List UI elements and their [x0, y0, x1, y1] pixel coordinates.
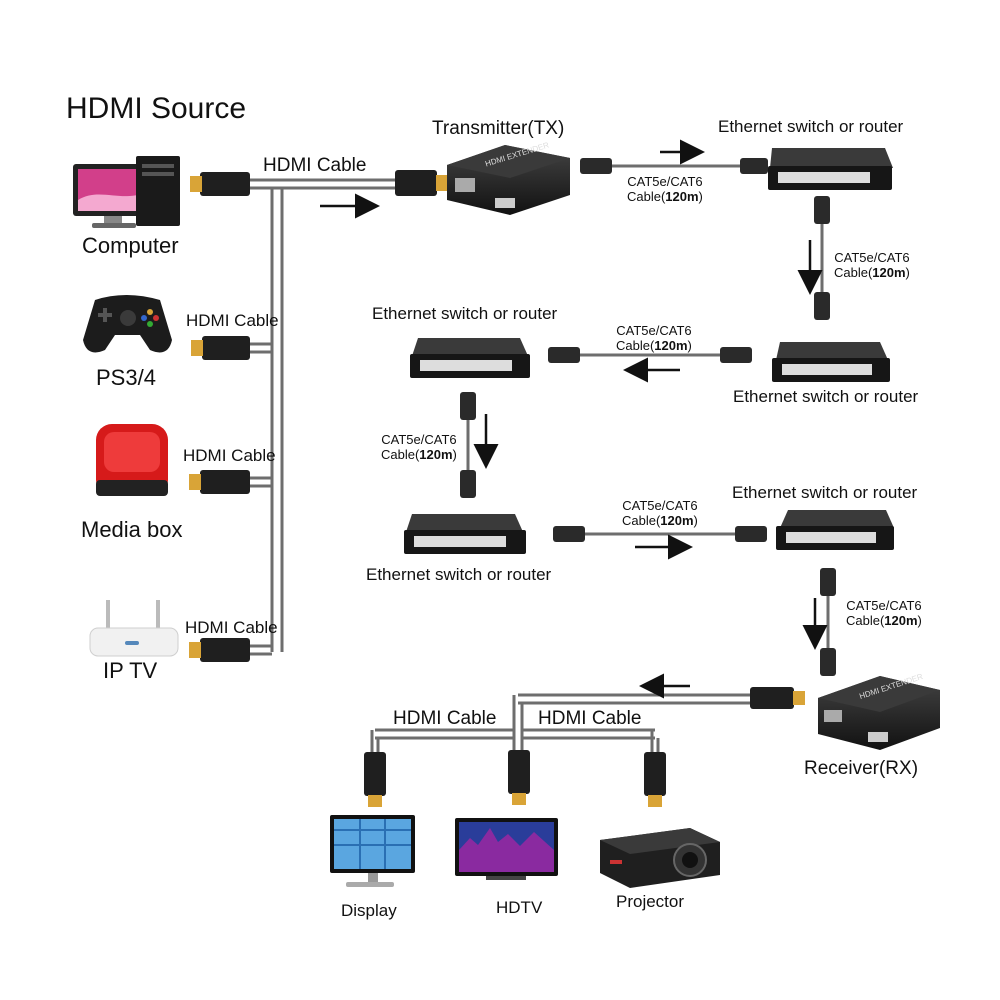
switch-1	[768, 148, 893, 190]
display-icon	[330, 815, 415, 887]
hdtv-label: HDTV	[496, 898, 543, 917]
hdmi-plug-iptv	[189, 638, 250, 662]
cat-cable-label-5: CAT5e/CAT6 Cable(120m)	[622, 498, 698, 528]
switch-label-3: Ethernet switch or router	[372, 304, 558, 323]
receiver-device	[818, 676, 940, 750]
switch-2	[772, 342, 890, 382]
switch-label-4: Ethernet switch or router	[366, 565, 552, 584]
signal-arrows	[320, 139, 828, 699]
switch-label-1: Ethernet switch or router	[718, 117, 904, 136]
cat-cable-label-6: CAT5e/CAT6 Cable(120m)	[846, 598, 922, 628]
hdtv-icon	[455, 818, 558, 880]
cat-cable-label-3: CAT5e/CAT6 Cable(120m)	[616, 323, 692, 353]
cat-cable-label-2: CAT5e/CAT6 Cable(120m)	[834, 250, 910, 280]
transmitter-device	[447, 145, 570, 215]
network-cables	[466, 164, 830, 650]
rj45-plugs	[460, 158, 836, 676]
switch-3	[410, 338, 530, 378]
display-label: Display	[341, 901, 397, 920]
projector-icon	[600, 828, 720, 888]
output-bus-cable	[370, 693, 750, 755]
iptv-box-icon	[89, 600, 179, 657]
source-bus-cable	[250, 178, 395, 656]
cat-cable-label-1: CAT5e/CAT6 Cable(120m)	[627, 174, 703, 204]
switch-4	[404, 514, 526, 554]
hdmi-plug-ps	[191, 336, 250, 360]
media-box-cable-label: HDMI Cable	[183, 446, 276, 465]
media-box-icon	[96, 424, 168, 496]
ps-label: PS3/4	[96, 365, 156, 390]
hdmi-plug-computer	[190, 172, 250, 196]
iptv-label: IP TV	[103, 658, 158, 683]
output-cable-label-right: HDMI Cable	[538, 708, 642, 729]
switch-label-5: Ethernet switch or router	[732, 483, 918, 502]
switch-5	[776, 510, 894, 550]
computer-label: Computer	[82, 233, 179, 258]
computer-icon	[73, 156, 180, 228]
iptv-cable-label: HDMI Cable	[185, 618, 278, 637]
receiver-label: Receiver(RX)	[804, 758, 919, 779]
computer-cable-label: HDMI Cable	[263, 155, 367, 176]
transmitter-label: Transmitter(TX)	[432, 118, 565, 139]
diagram-title: HDMI Source	[66, 92, 247, 125]
media-box-label: Media box	[81, 517, 183, 542]
hdmi-plug-mediabox	[189, 470, 250, 494]
output-cable-label-left: HDMI Cable	[393, 708, 497, 729]
output-hdmi-plugs	[364, 687, 805, 807]
switch-label-2: Ethernet switch or router	[733, 387, 919, 406]
hdmi-plug-tx	[395, 170, 448, 196]
ps-cable-label: HDMI Cable	[186, 311, 279, 330]
cat-cable-label-4: CAT5e/CAT6 Cable(120m)	[381, 432, 457, 462]
gamepad-icon	[83, 295, 172, 353]
projector-label: Projector	[616, 892, 685, 911]
